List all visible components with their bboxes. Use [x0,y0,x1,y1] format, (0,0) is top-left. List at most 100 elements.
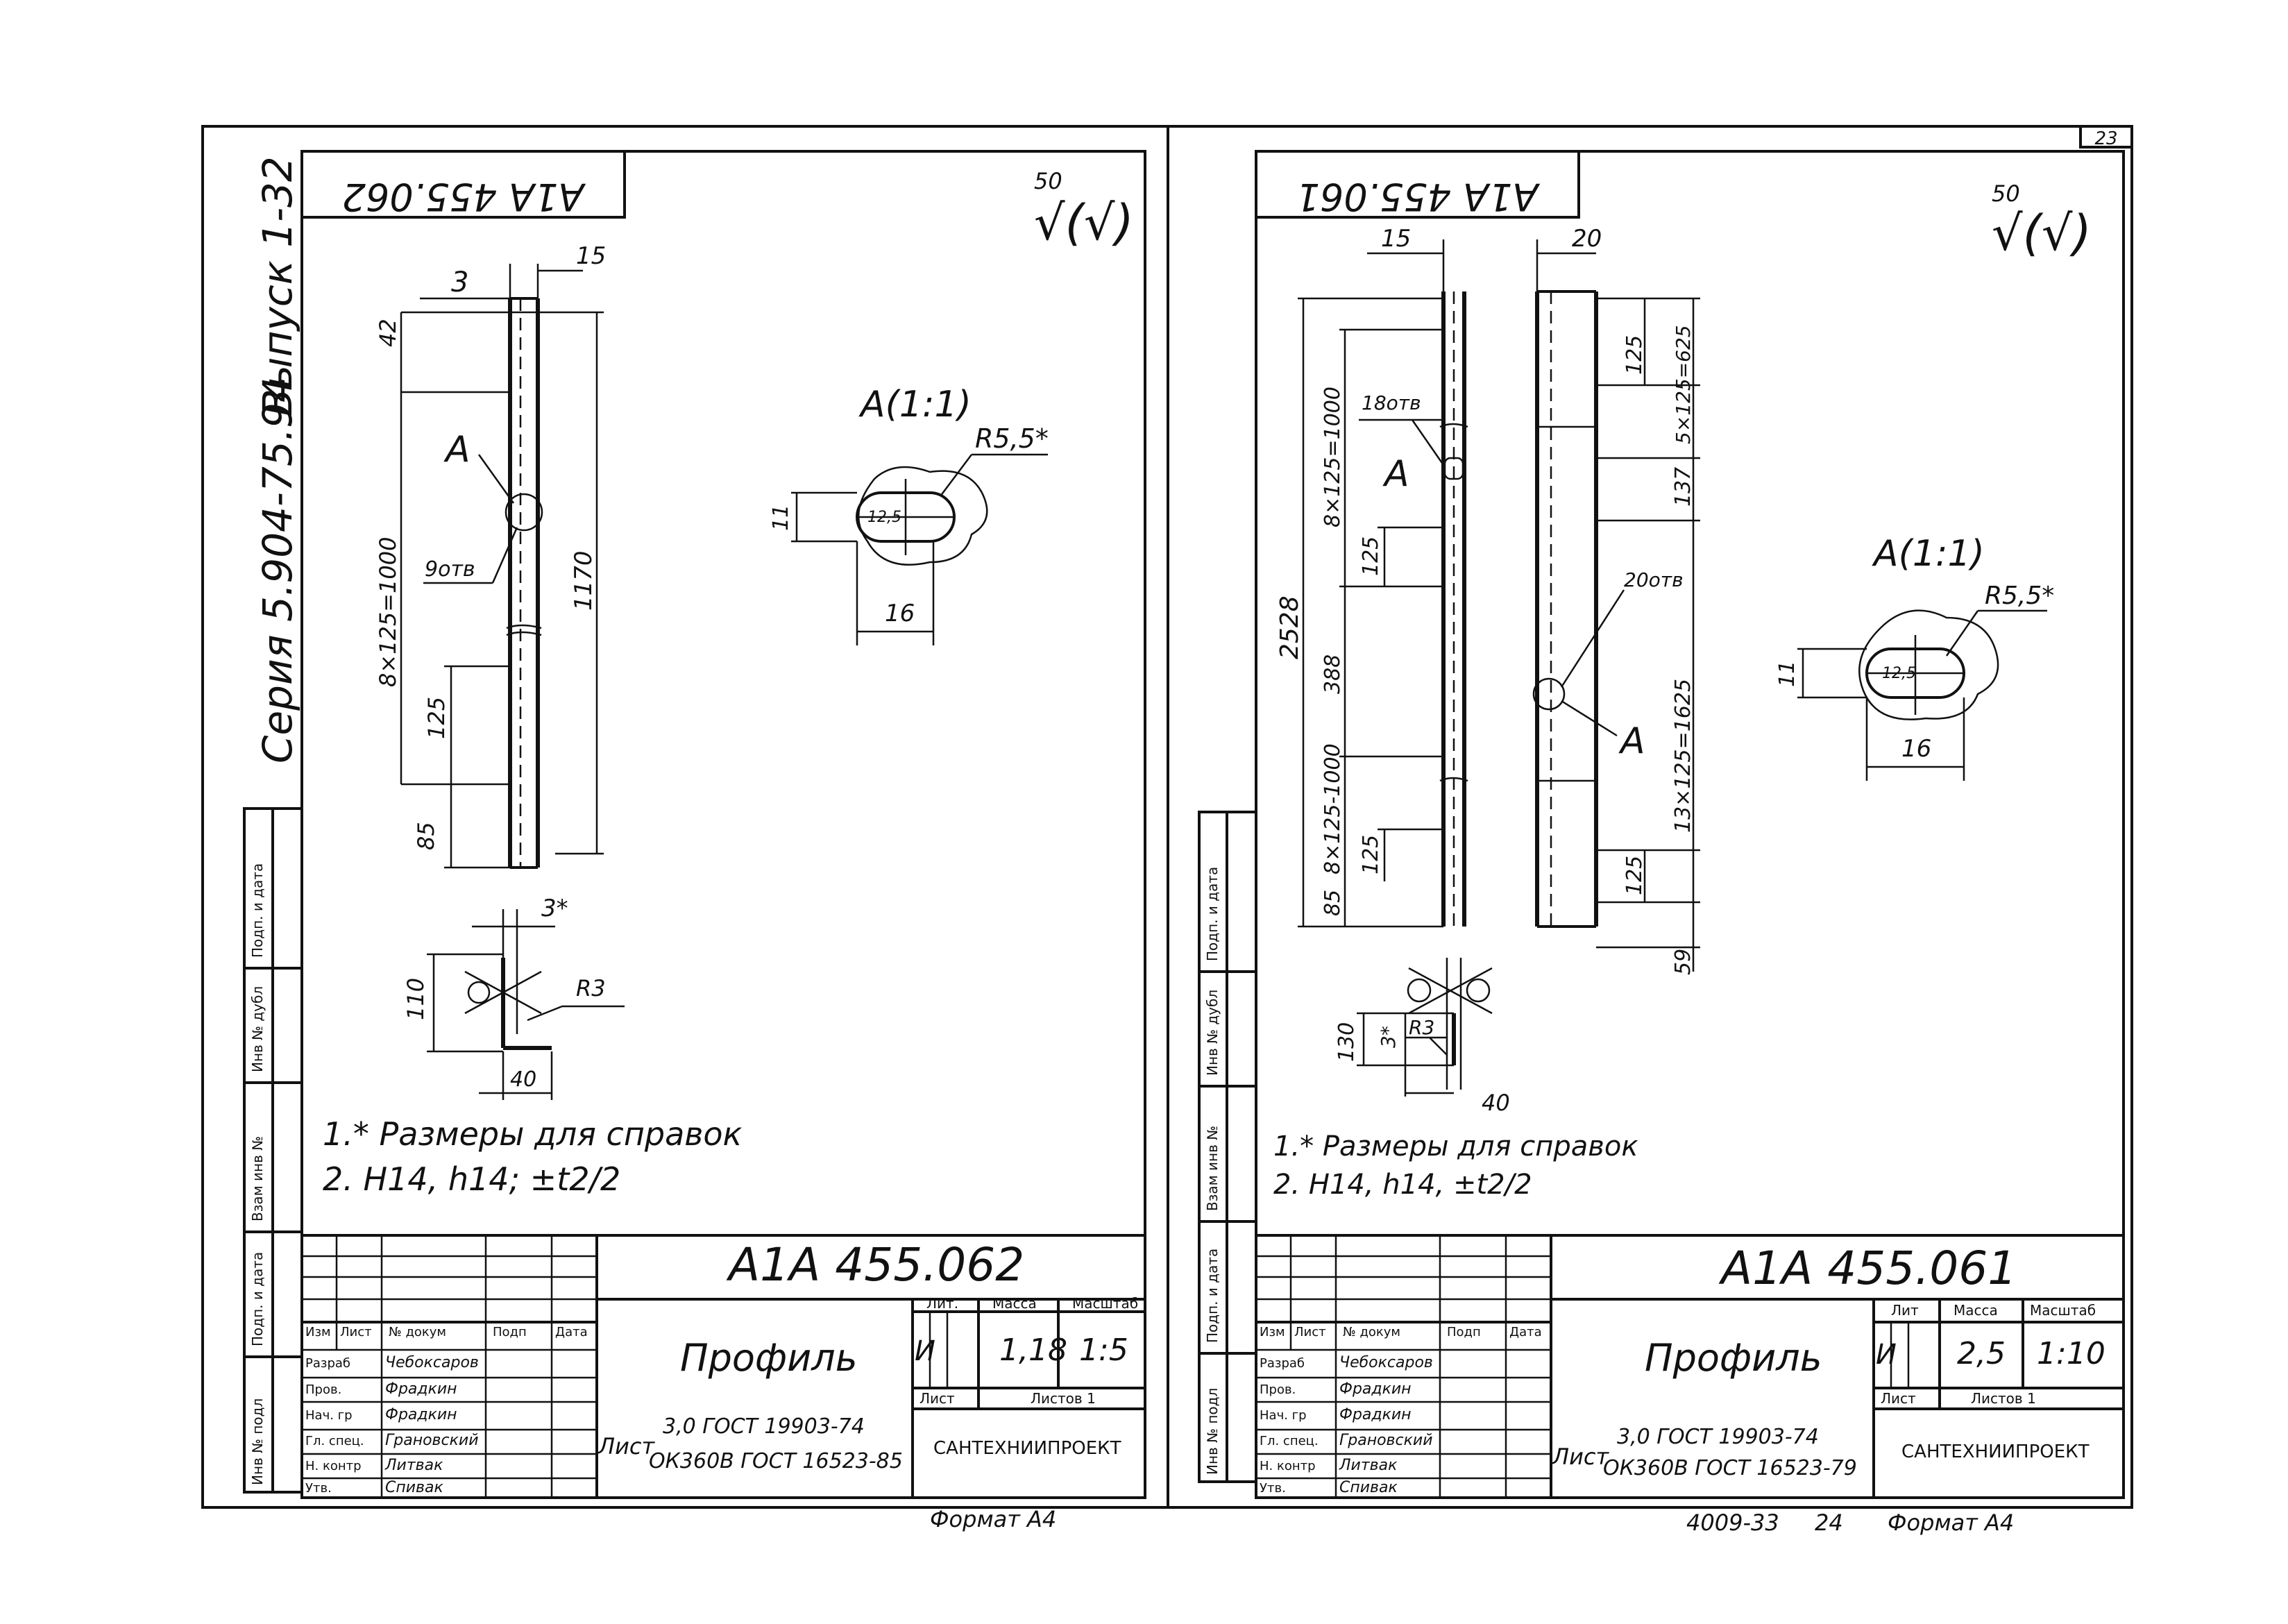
left-role-1: Лист [340,1325,372,1339]
left-section-r3: R3 [576,975,606,1001]
right-staff-role-1: Пров. [1260,1382,1296,1397]
right-side-col-1: Инв № дубл [1204,990,1221,1076]
right-section-130: 130 [1334,1022,1359,1062]
right-profile-a [1298,239,1468,928]
left-detail-title: А(1:1) [858,384,972,425]
right-staff-role-4: Н. контр [1260,1459,1316,1473]
right-r-59: 59 [1671,949,1695,975]
right-lit-h: Лит [1891,1302,1919,1319]
left-side-col-0: Подп. и дата [249,863,266,958]
left-staff-role-0: Разраб [305,1356,350,1371]
right-scale: 1:10 [2037,1336,2105,1371]
left-staff-role-4: Н. контр [305,1459,362,1473]
left-sheets-h: Листов 1 [1031,1390,1096,1407]
left-side-col-1: Инв № дубл [249,986,266,1072]
right-dim-125a: 125 [1359,536,1383,576]
left-staff-name-2: Фрадкин [385,1406,457,1423]
left-role-0: Изм [305,1325,331,1339]
right-scale-h: Масштаб [2030,1302,2096,1319]
left-dim-85: 85 [413,822,439,850]
left-org: САНТЕХНИИПРОЕКТ [933,1438,1121,1459]
left-roughness: 50 [1034,168,1062,194]
right-mass: 2,5 [1957,1336,2006,1371]
right-staff-name-5: Спивак [1339,1479,1398,1496]
right-side-col-2: Взам инв № [1204,1126,1221,1211]
right-detail-title: А(1:1) [1872,533,1985,575]
right-title-block [1255,1234,2125,1499]
left-staff-role-3: Гл. спец. [305,1434,364,1448]
left-staff-role-5: Утв. [305,1481,332,1496]
sheet-number-box [2079,125,2133,149]
right-detail-marker [1532,677,1566,711]
right-org: САНТЕХНИИПРОЕКТ [1901,1441,2090,1462]
right-staff-role-3: Гл. спец. [1260,1434,1319,1448]
left-dim-small: 3 [451,267,468,298]
right-staff-role-0: Разраб [1260,1356,1305,1371]
left-rot-code: А1А 455.062 [342,175,586,219]
right-note-1: 1.* Размеры для справок [1273,1131,1638,1162]
sheet-number: 23 [2094,128,2117,149]
right-staff-name-0: Чебоксаров [1339,1354,1433,1371]
left-footer-format: Формат А4 [930,1506,1056,1532]
right-dim-15: 15 [1381,225,1411,253]
issue-label: Выпуск 1-32 [254,156,301,416]
right-detail-hole: 12,5 [1882,665,1916,682]
right-footer-format: Формат А4 [1888,1509,2014,1536]
right-r-137: 137 [1671,467,1695,507]
left-note-2: 2. Н14, h14; ±t2/2 [323,1160,620,1198]
left-material-1: 3,0 ГОСТ 19903-74 [663,1414,865,1439]
right-material-2: ОК360В ГОСТ 16523-79 [1603,1456,1857,1480]
right-title-name: Профиль [1645,1336,1822,1380]
right-dim-pitch-a: 8×125=1000 [1321,387,1345,527]
left-detail-hole: 12,5 [867,509,901,526]
left-holes: 9отв [425,557,475,582]
left-detail-radius: R5,5* [975,423,1049,454]
right-section-r3: R3 [1409,1016,1434,1039]
left-detail-width: 16 [885,600,915,627]
right-dim-20: 20 [1572,225,1602,253]
left-role-2: № докум [389,1325,446,1339]
left-mass-h: Масса [992,1295,1037,1312]
left-dim-right: 15 [576,242,606,270]
right-holes20: 20отв [1624,568,1684,591]
right-section-40: 40 [1482,1090,1510,1116]
right-staff-name-2: Фрадкин [1339,1406,1412,1423]
right-label-a-1: А [1382,453,1409,495]
right-role-0: Изм [1260,1325,1285,1339]
left-staff-name-5: Спивак [385,1479,443,1496]
right-section-view [1357,958,1493,1097]
left-role-3: Подп [493,1325,527,1339]
right-role-4: Дата [1509,1325,1542,1339]
right-note-2: 2. Н14, h14, ±t2/2 [1273,1169,1532,1201]
left-section-40: 40 [510,1067,536,1092]
left-label-a: А [443,429,471,471]
left-sheet-h: Лист [920,1390,955,1407]
right-mass-h: Масса [1954,1302,1998,1319]
left-detail-view [791,453,1048,645]
right-sheet: А1А 455.061 50 √(√) Подп. и дата Инв № д… [1198,150,2125,1536]
right-dim-pitch-b: 8×125-1000 [1321,743,1345,874]
right-detail-height: 11 [1775,661,1799,687]
left-staff-role-1: Пров. [305,1382,341,1397]
left-dim-42: 42 [375,319,401,347]
left-side-col-3: Подп. и дата [249,1252,266,1346]
right-detail-radius: R5,5* [1985,582,2054,610]
left-scale: 1:5 [1079,1333,1128,1368]
right-dim-85: 85 [1321,890,1345,916]
right-lit: И [1876,1339,1897,1371]
right-roughness-check: √(√) [1992,205,2092,262]
right-staff-role-5: Утв. [1260,1481,1286,1496]
left-dim-pitch: 8×125=1000 [375,537,401,688]
right-r-5x: 5×125=625 [1672,325,1695,444]
right-roughness: 50 [1992,180,2020,207]
right-side-col-0: Подп. и дата [1204,867,1221,961]
right-code-box [1255,150,1580,219]
left-dim-125: 125 [423,697,450,739]
left-detail-height: 11 [769,505,793,531]
right-r-13x: 13×125=1625 [1671,679,1695,833]
left-staff-role-2: Нач. гр [305,1408,353,1423]
right-staff-name-1: Фрадкин [1339,1380,1412,1398]
right-role-2: № докум [1343,1325,1400,1339]
left-staff-name-0: Чебоксаров [385,1354,479,1371]
right-sheets-h: Листов 1 [1971,1390,2036,1407]
